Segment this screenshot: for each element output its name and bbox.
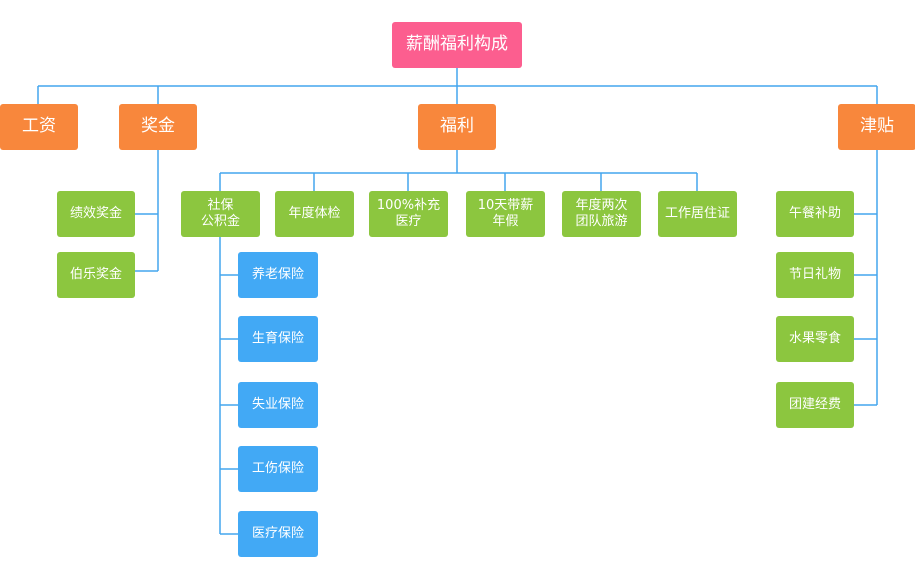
insurance-item-medical: 医疗保险 bbox=[238, 511, 318, 557]
insurance-item-work-injury: 工伤保险 bbox=[238, 446, 318, 492]
allowance-item-holiday-gift: 节日礼物 bbox=[776, 252, 854, 298]
insurance-item-maternity: 生育保险 bbox=[238, 316, 318, 362]
insurance-item-pension: 养老保险 bbox=[238, 252, 318, 298]
bonus-item-referral: 伯乐奖金 bbox=[57, 252, 135, 298]
category-allowance: 津贴 bbox=[838, 104, 915, 150]
welfare-item-team-travel: 年度两次 团队旅游 bbox=[562, 191, 641, 237]
allowance-item-lunch: 午餐补助 bbox=[776, 191, 854, 237]
insurance-item-unemployment: 失业保险 bbox=[238, 382, 318, 428]
welfare-item-paid-leave: 10天带薪 年假 bbox=[466, 191, 545, 237]
allowance-item-snacks: 水果零食 bbox=[776, 316, 854, 362]
welfare-item-checkup: 年度体检 bbox=[275, 191, 354, 237]
category-welfare: 福利 bbox=[418, 104, 496, 150]
bonus-item-performance: 绩效奖金 bbox=[57, 191, 135, 237]
category-bonus: 奖金 bbox=[119, 104, 197, 150]
welfare-item-medical: 100%补充 医疗 bbox=[369, 191, 448, 237]
root-node: 薪酬福利构成 bbox=[392, 22, 522, 68]
category-salary: 工资 bbox=[0, 104, 78, 150]
welfare-item-social-security: 社保 公积金 bbox=[181, 191, 260, 237]
welfare-item-residence-permit: 工作居住证 bbox=[658, 191, 737, 237]
allowance-item-team-building: 团建经费 bbox=[776, 382, 854, 428]
